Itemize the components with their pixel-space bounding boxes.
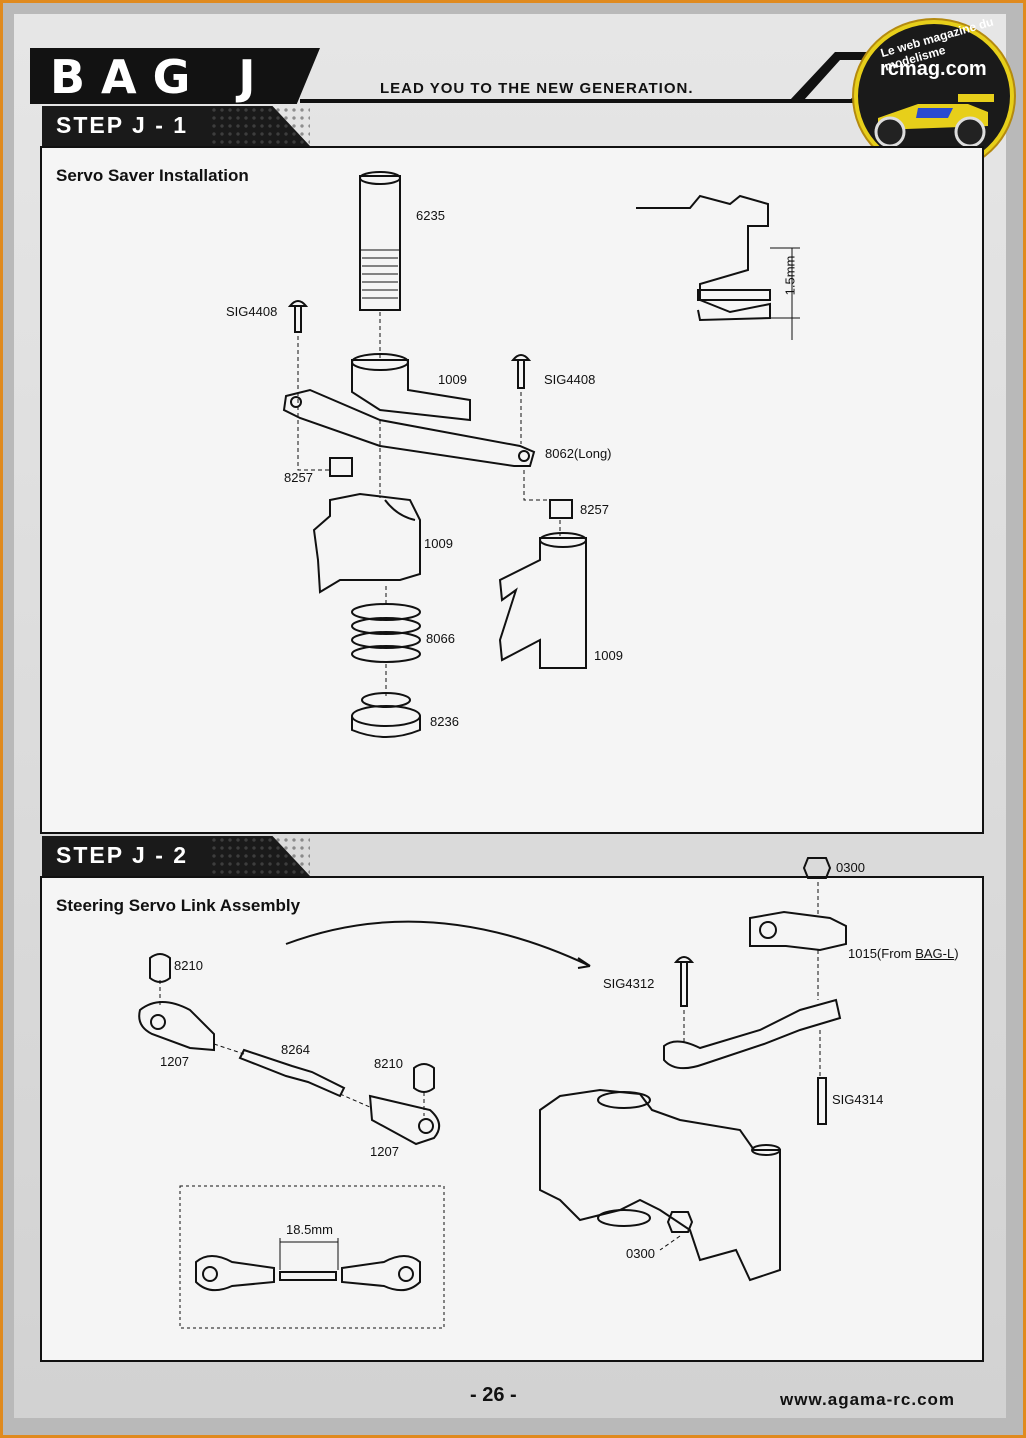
label-6235: 6235 [416, 208, 445, 223]
servo-mount-assembly [539, 1088, 781, 1282]
part-1009-mid [312, 492, 421, 594]
linkage-assembly [663, 998, 842, 1070]
header-rule [300, 99, 960, 103]
detail-assembly [636, 194, 771, 322]
bag-title-plate [30, 48, 320, 104]
screw-sig4408-right [510, 354, 532, 389]
bushing-8257-left [329, 457, 353, 477]
label-1207-right: 1207 [370, 1144, 399, 1159]
label-sig4312: SIG4312 [603, 976, 655, 991]
label-0300-top: 0300 [836, 860, 865, 875]
dimension-18-5mm: 18.5mm [286, 1222, 333, 1237]
label-1015-suffix: ) [954, 946, 959, 961]
spring-8066 [351, 603, 421, 663]
part-1009-top [351, 359, 471, 422]
label-sig4408-left: SIG4408 [226, 304, 278, 319]
label-8236: 8236 [430, 714, 459, 729]
label-sig4408-right: SIG4408 [544, 372, 596, 387]
step-j2-label: STEP J - 2 [56, 842, 189, 868]
step-j2-heading: Steering Servo Link Assembly [56, 896, 301, 915]
nut-0300-top [802, 857, 832, 879]
nut-8236 [351, 716, 421, 738]
label-1015: 1015(From BAG-L) [848, 946, 959, 961]
screw-sig4408-left [287, 300, 309, 333]
label-8210-right: 8210 [374, 1056, 403, 1071]
label-1015-prefix: 1015(From [848, 946, 916, 961]
curved-arrow-icon [285, 920, 591, 967]
step-j1-label: STEP J - 1 [56, 112, 189, 138]
screw-sig4312 [673, 956, 695, 1007]
ball-8210-left [149, 953, 171, 983]
label-sig4314: SIG4314 [832, 1092, 884, 1107]
label-8210-left: 8210 [174, 958, 203, 973]
label-0300-bottom: 0300 [626, 1246, 655, 1261]
rod-end-1207-left [138, 1001, 215, 1052]
part-6235 [359, 175, 401, 311]
part-1009-right [498, 537, 587, 669]
step-j1-heading: Servo Saver Installation [56, 166, 249, 185]
label-8257-right: 8257 [580, 502, 609, 517]
slogan: LEAD YOU TO THE NEW GENERATION. [380, 80, 694, 97]
step-j2-pattern [210, 836, 310, 876]
label-8066: 8066 [426, 631, 455, 646]
badge-site: rcmag.com [880, 58, 987, 80]
bushing-8257-right [549, 499, 573, 519]
ball-8210-right [413, 1063, 435, 1093]
nut-0300-bottom [666, 1211, 694, 1233]
label-8264: 8264 [281, 1042, 310, 1057]
page-number: - 26 - [470, 1384, 517, 1406]
label-1009-top: 1009 [438, 372, 467, 387]
website-url[interactable]: www.agama-rc.com [780, 1390, 956, 1409]
bag-title: BAG J [50, 50, 272, 104]
arm-1015 [749, 910, 847, 952]
turnbuckle-8264 [238, 1048, 346, 1098]
label-8062: 8062(Long) [545, 446, 612, 461]
label-1207-left: 1207 [160, 1054, 189, 1069]
screw-sig4314 [817, 1077, 827, 1125]
detail-link [195, 1255, 421, 1292]
bag-l-link[interactable]: BAG-L [915, 946, 955, 961]
step-j1-panel [40, 146, 984, 834]
rod-end-1207-right [368, 1094, 441, 1146]
step-j1-pattern [210, 106, 310, 146]
part-8062-arm [282, 388, 536, 467]
label-8257-left: 8257 [284, 470, 313, 485]
rc-car-icon [874, 94, 994, 148]
label-1009-mid: 1009 [424, 536, 453, 551]
label-1009-right: 1009 [594, 648, 623, 663]
detail-box [179, 1185, 445, 1329]
